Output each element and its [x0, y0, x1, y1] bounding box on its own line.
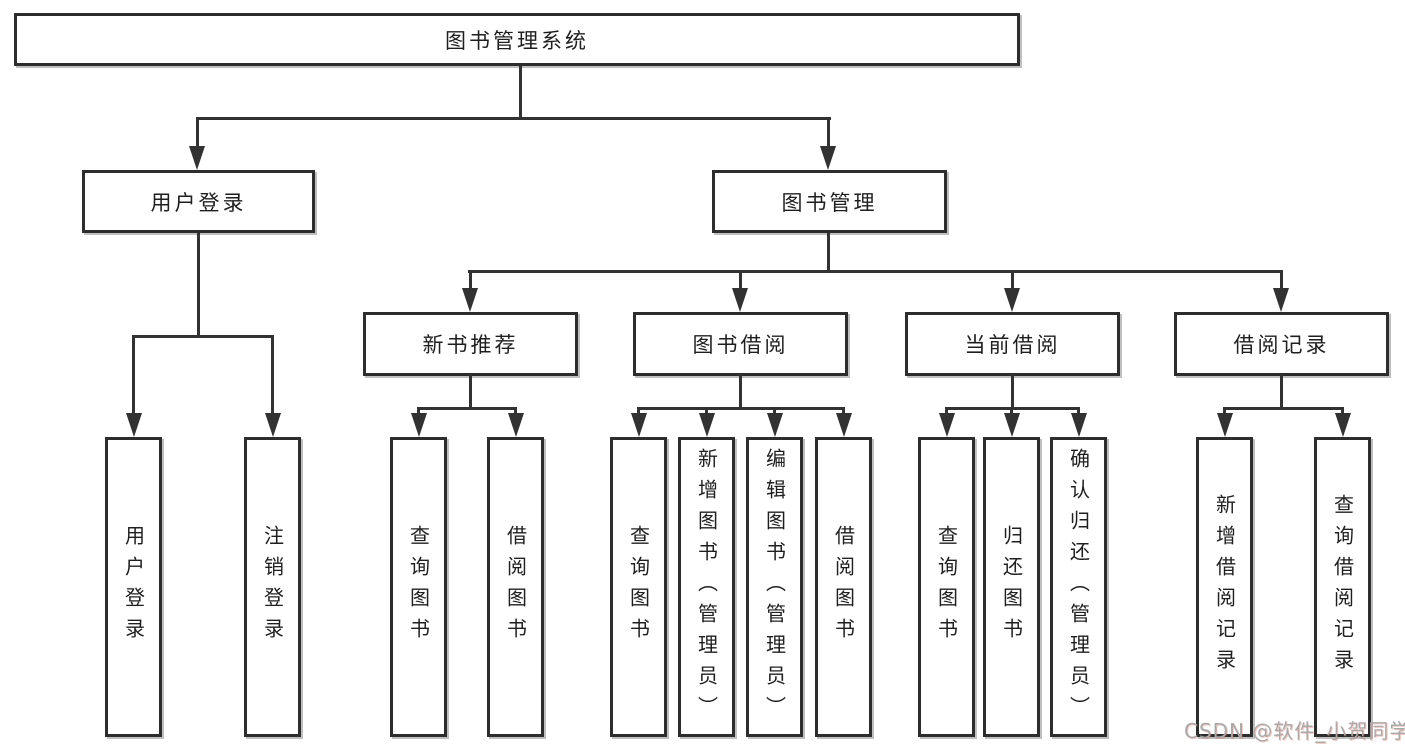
node-book-borrow-label: 图书借阅 [692, 333, 789, 357]
leaf-confirm-return-admin: 确认归还（管理员） [1050, 437, 1107, 737]
node-book-borrow: 图书借阅 [633, 312, 848, 376]
node-borrow-records-label: 借阅记录 [1233, 333, 1330, 357]
connector-drop-current-borrow [1011, 270, 1014, 292]
arrowhead-borrow-book-recommend [508, 413, 524, 437]
arrowhead-edit-book-admin [767, 413, 783, 437]
arrowhead-user-login [189, 146, 205, 170]
node-root-label: 图书管理系统 [445, 28, 589, 53]
arrowhead-return-book [1004, 413, 1020, 437]
connector-user-login-stem [197, 233, 200, 338]
arrowhead-borrow-records [1273, 288, 1289, 312]
leaf-return-book: 归还图书 [983, 437, 1040, 737]
connector-drop-leaf-logout [271, 335, 274, 417]
connector-book-borrow-stem [739, 374, 742, 410]
leaf-borrow-book-recommend-label: 借阅图书 [503, 525, 528, 649]
arrowhead-query-book-recommend [411, 413, 427, 437]
node-book-management-label: 图书管理 [781, 190, 878, 215]
node-current-borrow: 当前借阅 [905, 312, 1120, 376]
connector-drop-add-book-admin [705, 407, 708, 417]
connector-borrow-records-branch [1223, 407, 1344, 410]
leaf-add-borrow-record: 新增借阅记录 [1196, 437, 1253, 737]
leaf-borrow-book: 借阅图书 [815, 437, 872, 737]
connector-drop-query-book-recommend [417, 407, 420, 417]
node-user-login: 用户登录 [82, 170, 315, 233]
leaf-logout: 注销登录 [244, 437, 301, 737]
connector-drop-book-management [827, 117, 830, 149]
node-user-login-label: 用户登录 [150, 190, 247, 215]
connector-drop-borrow-book [842, 407, 845, 417]
arrowhead-add-borrow-record [1217, 413, 1233, 437]
connector-drop-query-book-borrow [637, 407, 640, 417]
connector-drop-borrow-records [1280, 270, 1283, 292]
connector-drop-book-borrow [739, 270, 742, 292]
node-new-book-recommend-label: 新书推荐 [422, 333, 519, 357]
arrowhead-query-borrow-record [1335, 413, 1351, 437]
connector-drop-new-book [469, 270, 472, 292]
arrowhead-leaf-logout [265, 413, 281, 437]
leaf-confirm-return-admin-label: 确认归还（管理员） [1066, 447, 1091, 727]
arrowhead-query-book-borrow [631, 413, 647, 437]
connector-drop-query-borrow-record [1341, 407, 1344, 417]
leaf-query-book-recommend-label: 查询图书 [406, 525, 431, 649]
connector-book-management-stem [827, 233, 830, 273]
leaf-query-book-borrow: 查询图书 [610, 437, 667, 737]
csdn-watermark: CSDN @软件_小贺同学 [1184, 719, 1405, 743]
leaf-query-book-current: 查询图书 [918, 437, 975, 737]
connector-book-borrow-branch [637, 407, 845, 410]
node-book-management: 图书管理 [712, 170, 947, 233]
leaf-borrow-book-label: 借阅图书 [831, 525, 856, 649]
connector-drop-edit-book-admin [773, 407, 776, 417]
connector-drop-return-book [1010, 407, 1013, 417]
arrowhead-leaf-user-login [126, 413, 142, 437]
leaf-user-login: 用户登录 [105, 437, 162, 737]
connector-drop-confirm-return [1077, 407, 1080, 417]
leaf-edit-book-admin-label: 编辑图书（管理员） [762, 447, 787, 727]
leaf-add-borrow-record-label: 新增借阅记录 [1212, 494, 1237, 680]
leaf-add-book-admin: 新增图书（管理员） [678, 437, 735, 737]
connector-drop-user-login [196, 117, 199, 149]
arrowhead-confirm-return [1071, 413, 1087, 437]
connector-drop-add-borrow-record [1223, 407, 1226, 417]
leaf-query-book-borrow-label: 查询图书 [626, 525, 651, 649]
connector-drop-borrow-book-recommend [514, 407, 517, 417]
connector-new-book-stem [469, 374, 472, 410]
leaf-edit-book-admin: 编辑图书（管理员） [746, 437, 803, 737]
arrowhead-book-management [820, 146, 836, 170]
connector-current-borrow-stem [1011, 374, 1014, 410]
connector-book-management-branch [468, 270, 1282, 273]
arrowhead-query-book-current [939, 413, 955, 437]
arrowhead-book-borrow [732, 288, 748, 312]
leaf-add-book-admin-label: 新增图书（管理员） [694, 447, 719, 727]
connector-new-book-branch [417, 407, 517, 410]
node-new-book-recommend: 新书推荐 [363, 312, 578, 376]
leaf-logout-label: 注销登录 [260, 525, 285, 649]
connector-drop-query-book-current [945, 407, 948, 417]
arrowhead-current-borrow [1004, 288, 1020, 312]
connector-root-branch [196, 117, 831, 120]
node-root-system: 图书管理系统 [14, 13, 1020, 66]
leaf-query-borrow-record: 查询借阅记录 [1314, 437, 1371, 737]
leaf-user-login-label: 用户登录 [121, 525, 146, 649]
leaf-query-book-recommend: 查询图书 [390, 437, 447, 737]
node-borrow-records: 借阅记录 [1174, 312, 1389, 376]
arrowhead-add-book-admin [699, 413, 715, 437]
leaf-query-book-current-label: 查询图书 [934, 525, 959, 649]
node-current-borrow-label: 当前借阅 [964, 333, 1061, 357]
connector-root-stem [519, 66, 522, 120]
connector-borrow-records-stem [1280, 374, 1283, 410]
leaf-borrow-book-recommend: 借阅图书 [487, 437, 544, 737]
connector-user-login-branch [132, 335, 274, 338]
leaf-query-borrow-record-label: 查询借阅记录 [1330, 494, 1355, 680]
arrowhead-new-book [462, 288, 478, 312]
arrowhead-borrow-book [836, 413, 852, 437]
leaf-return-book-label: 归还图书 [999, 525, 1024, 649]
connector-drop-leaf-user-login [132, 335, 135, 417]
